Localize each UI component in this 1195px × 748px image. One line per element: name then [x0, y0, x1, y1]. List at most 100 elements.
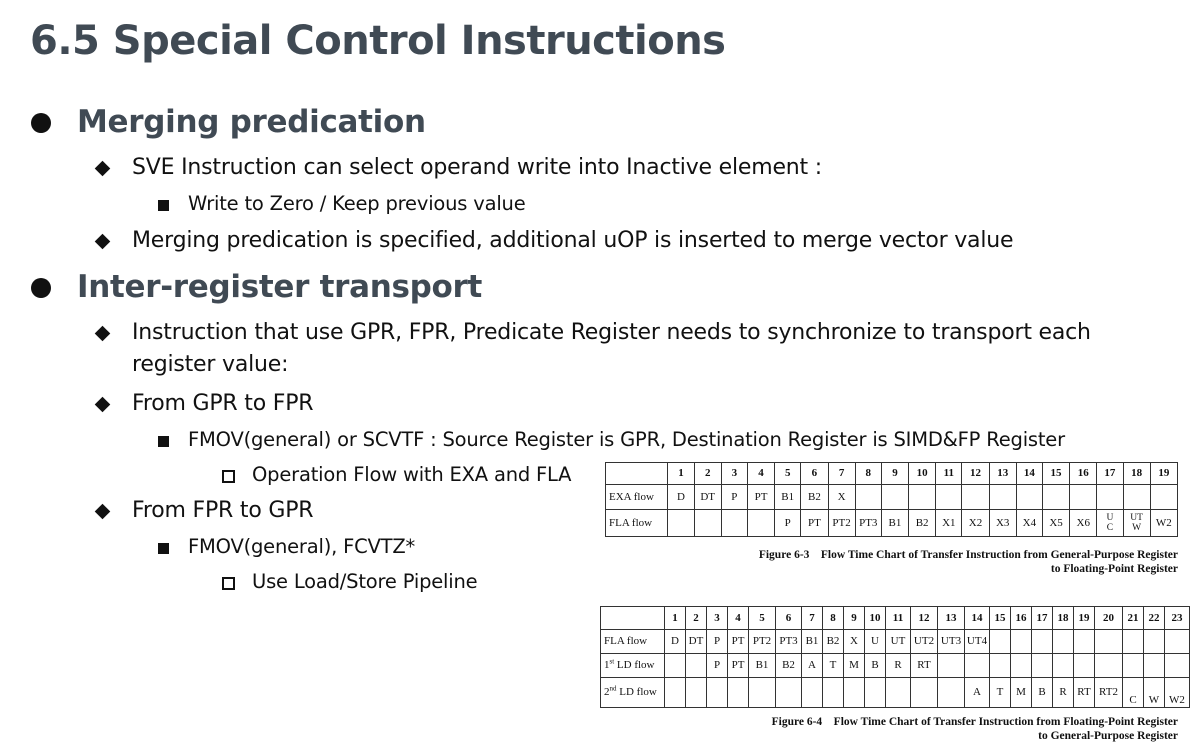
table-cell — [600, 606, 665, 630]
table-cell: DT — [693, 484, 722, 510]
table-cell — [1164, 629, 1190, 654]
row-label-sup: st — [609, 657, 615, 666]
text-merge-spec: Merging predication is specified, additi… — [132, 228, 1014, 253]
table-cell — [1069, 484, 1098, 510]
row-label-text: 1 — [604, 659, 610, 671]
table-cell: B2 — [822, 629, 844, 654]
table-cell: D — [664, 629, 686, 654]
table-cell: D — [667, 484, 695, 510]
text-gpr-to-fpr: From GPR to FPR — [132, 391, 314, 416]
table-cell — [961, 484, 990, 510]
table-cell: P — [706, 629, 728, 654]
bullet-diamond-icon — [94, 233, 111, 250]
table-cell: P — [774, 509, 802, 537]
table-cell: UT4 — [964, 629, 990, 654]
table-cell: X — [843, 629, 865, 654]
text-fmov-fcvtz: FMOV(general), FCVTZ* — [188, 535, 416, 558]
table-cell — [937, 653, 965, 678]
table-cell — [1094, 653, 1123, 678]
text-write-zero: Write to Zero / Keep previous value — [188, 192, 526, 215]
table-cell — [664, 677, 686, 708]
table-cell: B1 — [774, 484, 802, 510]
table-cell — [727, 677, 749, 708]
table-cell — [685, 677, 707, 708]
table-cell — [908, 484, 937, 510]
bullet-square-icon — [158, 200, 169, 211]
table-cell: RT — [1073, 677, 1095, 708]
table-cell: T — [989, 677, 1011, 708]
table-cell — [706, 677, 728, 708]
table-cell: UT — [885, 629, 911, 654]
table-cell: 16 — [1010, 606, 1032, 630]
table-cell: X1 — [935, 509, 963, 537]
table-cell: 7 — [801, 606, 823, 630]
table-cell: X3 — [988, 509, 1017, 537]
table-cell: P — [720, 484, 748, 510]
bullet-square-icon — [158, 543, 169, 554]
table-cell: 11 — [885, 606, 911, 630]
table-cell — [822, 677, 844, 708]
table-cell — [1122, 484, 1151, 510]
table-cell: 17 — [1096, 462, 1124, 485]
table-cell: A — [964, 677, 990, 708]
table-cell — [937, 677, 965, 708]
table-cell: 6 — [800, 462, 829, 485]
table-cell: 14 — [964, 606, 990, 630]
table-cell: PT — [727, 653, 749, 678]
table-cell: B1 — [748, 653, 776, 678]
table-cell — [864, 677, 886, 708]
table-cell: 21 — [1122, 606, 1144, 630]
table-cell: 9 — [843, 606, 865, 630]
table-cell: 10 — [908, 462, 937, 485]
table-cell: UT2 — [910, 629, 938, 654]
row-label: FLA flow — [600, 629, 665, 654]
table-cell: 9 — [880, 462, 910, 485]
table-cell: PT — [800, 509, 829, 537]
table-cell — [667, 509, 695, 537]
table-cell: 15 — [1041, 462, 1071, 485]
table-cell: PT — [746, 484, 776, 510]
table-cell — [843, 677, 865, 708]
bullet-diamond-icon — [94, 160, 111, 177]
table-cell — [1122, 629, 1144, 654]
table-cell: 5 — [748, 606, 776, 630]
table-cell: 18 — [1122, 462, 1151, 485]
table-cell: X4 — [1015, 509, 1043, 537]
bullet-diamond-icon — [94, 396, 111, 413]
table-cell: T — [822, 653, 844, 678]
table-cell: EXA flow — [604, 484, 669, 510]
table-cell: 3 — [720, 462, 748, 485]
table-cell — [1143, 653, 1165, 678]
table-cell: PT — [727, 629, 749, 654]
table-cell: 2 — [685, 606, 707, 630]
table-cell: 2 — [693, 462, 722, 485]
table-cell — [910, 677, 938, 708]
table-cell — [885, 677, 911, 708]
figure-caption-6-3: Figure 6-3 Flow Time Chart of Transfer I… — [600, 548, 1178, 576]
table-cell: 19 — [1149, 462, 1179, 485]
table-cell: PT2 — [748, 629, 776, 654]
table-cell — [880, 484, 910, 510]
table-cell — [775, 677, 802, 708]
table-cell: U — [864, 629, 886, 654]
table-cell — [746, 509, 776, 537]
table-cell: 17 — [1031, 606, 1053, 630]
table-cell: X5 — [1041, 509, 1071, 537]
table-cell: 8 — [854, 462, 882, 485]
text-fpr-to-gpr: From FPR to GPR — [132, 498, 314, 523]
table-cell: W — [1143, 677, 1165, 708]
table-cell: B2 — [908, 509, 937, 537]
table-cell: X2 — [961, 509, 990, 537]
table-cell — [1010, 653, 1032, 678]
table-cell: PT3 — [854, 509, 882, 537]
table-cell — [1010, 629, 1032, 654]
table-cell — [988, 484, 1017, 510]
table-cell: PT3 — [775, 629, 802, 654]
table-cell — [1031, 629, 1053, 654]
table-cell: B2 — [800, 484, 829, 510]
